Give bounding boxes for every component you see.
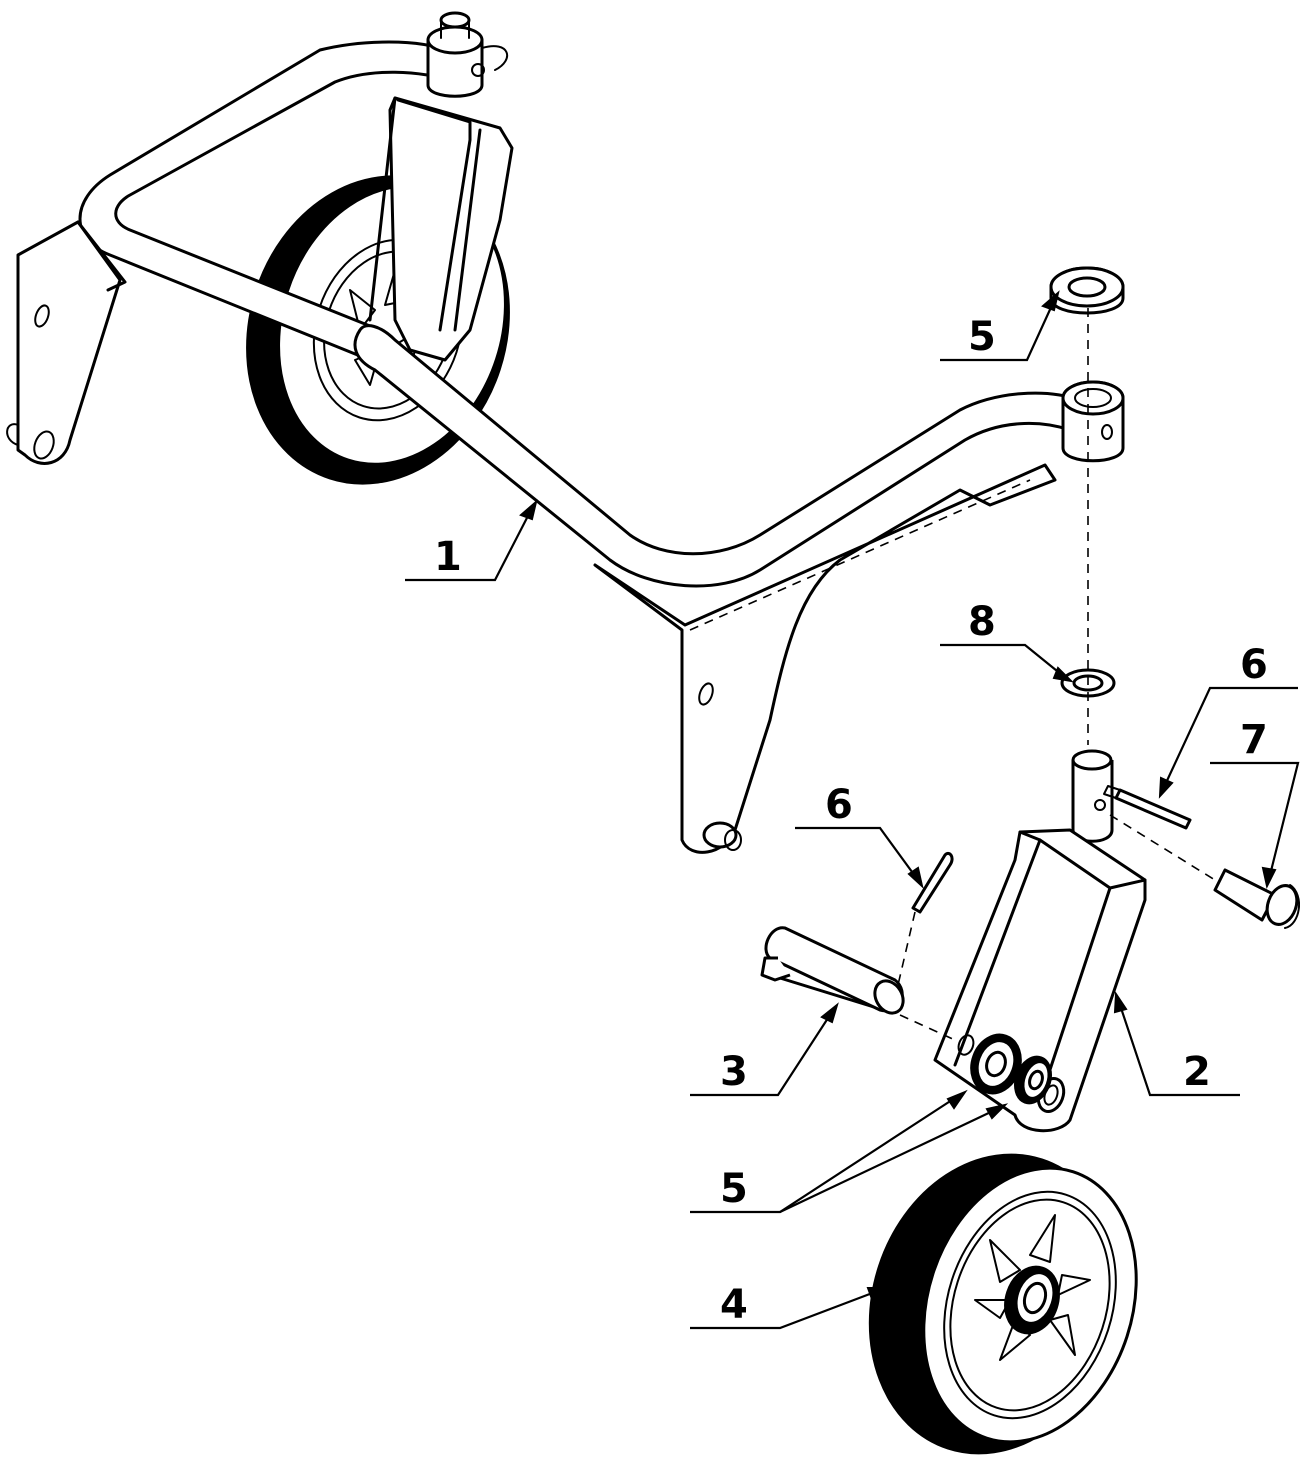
detent-pin bbox=[1109, 814, 1300, 929]
spacer-left bbox=[970, 1033, 1022, 1095]
left-mount-bracket bbox=[6, 220, 127, 465]
callout-label: 4 bbox=[720, 1282, 748, 1328]
assembled-fork bbox=[368, 96, 514, 362]
cotter-pin-left bbox=[897, 851, 954, 986]
right-mount-bracket bbox=[593, 463, 1057, 854]
callout-label: 2 bbox=[1183, 1049, 1211, 1095]
exploded-wheel bbox=[868, 1153, 1138, 1455]
callout-5-top: 5 bbox=[940, 290, 1060, 362]
callout-label: 7 bbox=[1240, 717, 1268, 763]
callout-7: 7 bbox=[1210, 717, 1300, 889]
callout-label: 5 bbox=[968, 314, 996, 360]
pin-right bbox=[1103, 785, 1192, 830]
callout-6-right: 6 bbox=[1158, 642, 1298, 799]
callout-3: 3 bbox=[690, 1002, 839, 1097]
frame-tube bbox=[78, 11, 1125, 588]
washer-top bbox=[1049, 266, 1125, 315]
spacer-right bbox=[1014, 1055, 1052, 1105]
callout-4: 4 bbox=[690, 1282, 889, 1330]
callout-label: 5 bbox=[720, 1166, 748, 1212]
callout-2: 2 bbox=[1113, 990, 1240, 1097]
callout-5-lower: 5 bbox=[690, 1089, 1009, 1214]
callout-1: 1 bbox=[405, 499, 538, 582]
callout-6-left: 6 bbox=[795, 782, 924, 889]
callout-label: 1 bbox=[434, 534, 462, 580]
axle bbox=[760, 926, 956, 1041]
callout-label: 3 bbox=[720, 1049, 748, 1095]
callout-label: 6 bbox=[1240, 642, 1268, 688]
callout-8: 8 bbox=[940, 599, 1074, 683]
callout-label: 6 bbox=[825, 782, 853, 828]
callout-label: 8 bbox=[968, 599, 996, 645]
